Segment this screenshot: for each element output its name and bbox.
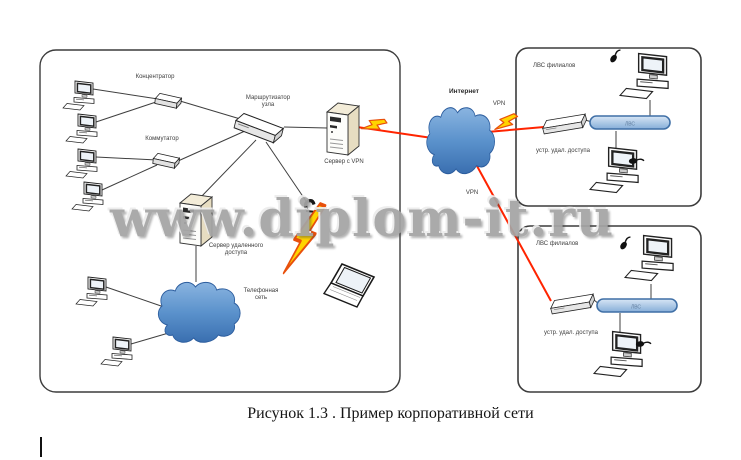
figure-caption: Рисунок 1.3 . Пример корпоративной сети [247,405,534,422]
vpn-server-icon [326,102,360,156]
vpn-server-label: Сервер с VPN [324,159,363,165]
lan-link [177,130,246,162]
lan-link [105,286,165,308]
hub-bottom-label: Коммутатор [145,136,179,142]
text-cursor-mark [40,437,42,457]
lan-link [265,141,307,202]
hub-top-label: Концентратор [136,74,175,80]
vpn-link-top-label: VPN [493,101,505,107]
lan-link [95,156,158,161]
lan-link [283,126,328,129]
main-office-box [39,49,401,393]
wan-link-internet-branch-bottom [476,165,552,302]
branch-bottom-title: ЛВС филиалов [536,241,578,247]
branch-top-lan-label: ЛВС [625,122,635,128]
lan-link [130,331,173,345]
phone-cloud-label-line2: сеть [255,295,267,301]
core-router-label-line2: узла [262,102,275,108]
lan-link [199,139,257,199]
phone-cloud-label-line1: Телефонная [244,288,279,294]
watermark-text: www.diplom-it.ru [110,189,615,249]
internet-cloud [426,107,496,175]
lan-links [92,88,328,345]
internet-label: Интернет [449,88,479,95]
ras-server-label-line2: доступа [225,250,248,256]
lan-link [92,88,159,100]
wan-link-internet-branch-top [486,126,545,133]
phone-network-cloud [157,281,241,343]
lan-link [101,164,158,191]
ras-server-label-line1: Сервер удаленного [209,243,264,249]
vpn-link-bottom-label: VPN [466,190,478,196]
branch-top-device-label: устр. удал. доступа [536,148,591,154]
branch-bottom-lan-label: ЛВС [631,305,641,311]
lan-link [179,100,248,122]
branch-bottom-device-label: устр. удал. доступа [544,330,599,336]
core-router-label-line1: Маршрутизатор [246,95,291,101]
lan-link [95,100,160,123]
branch-top-title: ЛВС филиалов [533,63,575,69]
